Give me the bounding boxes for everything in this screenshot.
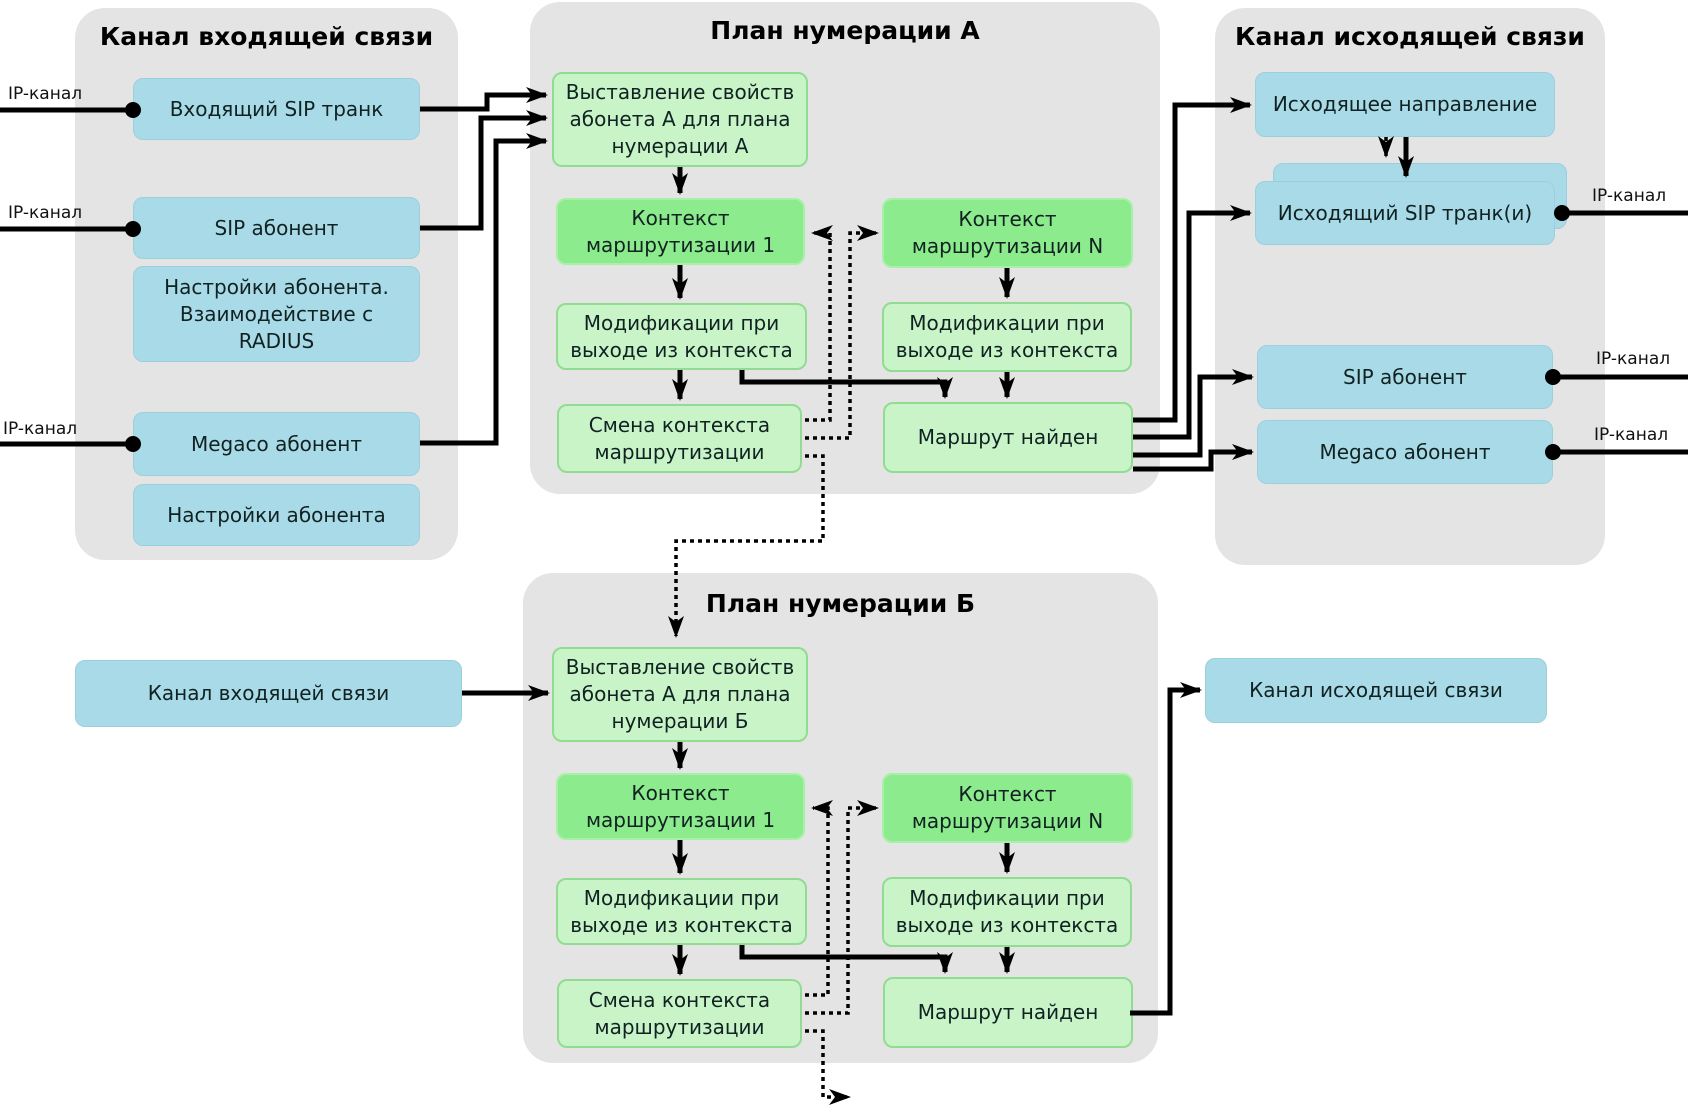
node-subscriber-settings-radius: Настройки абонента. Взаимодействие с RAD… (133, 266, 420, 362)
panel-plan-a-title: План нумерации А (710, 16, 980, 45)
node-subscriber-settings: Настройки абонента (133, 484, 420, 546)
panel-plan-b-title: План нумерации Б (705, 589, 976, 618)
node-routing-context-n-plan-b: Контекст маршрутизации N (882, 773, 1133, 843)
node-route-found-plan-a: Маршрут найден (883, 402, 1133, 473)
ip-channel-label: IP-канал (8, 84, 83, 104)
node-modifications-exit-right-plan-b: Модификации при выходе из контекста (882, 877, 1132, 947)
ip-channel-label: IP-канал (8, 203, 83, 223)
node-sip-subscriber-outgoing: SIP абонент (1257, 345, 1553, 409)
node-routing-context-1-plan-b: Контекст маршрутизации 1 (556, 773, 805, 840)
panel-incoming-channel-title: Канал входящей связи (99, 22, 434, 51)
node-incoming-channel: Канал входящей связи (75, 660, 462, 727)
node-routing-context-n-plan-a: Контекст маршрутизации N (882, 198, 1133, 268)
ip-channel-label: IP-канал (3, 419, 78, 439)
node-routing-context-1-plan-a: Контекст маршрутизации 1 (556, 198, 805, 265)
node-megaco-subscriber-outgoing: Megaco абонент (1257, 420, 1553, 484)
node-change-routing-context-plan-a: Смена контекста маршрутизации (557, 404, 802, 473)
node-change-routing-context-plan-b: Смена контекста маршрутизации (557, 979, 802, 1048)
node-modifications-exit-left-plan-a: Модификации при выходе из контекста (556, 303, 807, 370)
node-set-properties-plan-b: Выставление свойств абонета А для плана … (552, 647, 808, 742)
node-outgoing-channel: Канал исходящей связи (1205, 658, 1547, 723)
ip-channel-label: IP-канал (1594, 425, 1669, 445)
ip-channel-label: IP-канал (1596, 349, 1671, 369)
node-modifications-exit-right-plan-a: Модификации при выходе из контекста (882, 302, 1132, 372)
node-route-found-plan-b: Маршрут найден (883, 977, 1133, 1048)
ip-channel-label: IP-канал (1592, 186, 1667, 206)
node-sip-subscriber: SIP абонент (133, 197, 420, 259)
panel-outgoing-channel-title: Канал исходящей связи (1235, 22, 1585, 51)
node-set-properties-plan-a: Выставление свойств абонета А для плана … (552, 72, 808, 167)
node-outgoing-direction: Исходящее направление (1255, 72, 1555, 137)
node-megaco-subscriber: Megaco абонент (133, 412, 420, 476)
node-incoming-sip-trunk: Входящий SIP транк (133, 78, 420, 140)
node-modifications-exit-left-plan-b: Модификации при выходе из контекста (556, 878, 807, 945)
node-outgoing-sip-trunks: Исходящий SIP транк(и) (1255, 181, 1555, 245)
